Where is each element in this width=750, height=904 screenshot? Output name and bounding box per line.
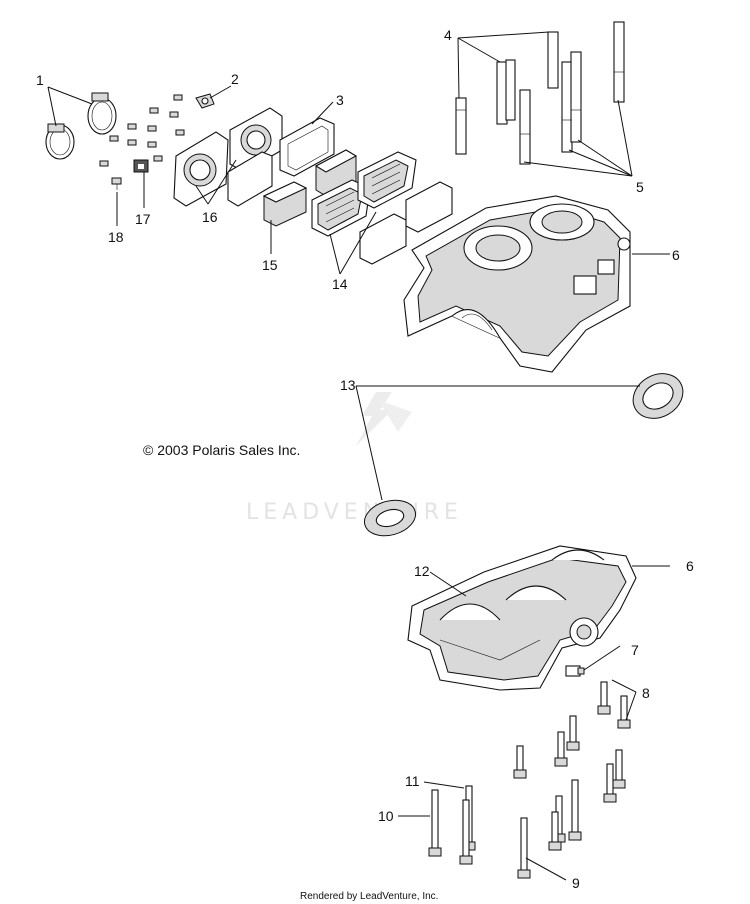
callout-13: 13 xyxy=(340,377,356,393)
reed-valve-part xyxy=(311,151,453,265)
callout-15: 15 xyxy=(262,257,278,273)
callout-16: 16 xyxy=(202,209,218,225)
callout-18: 18 xyxy=(108,229,124,245)
callout-1: 1 xyxy=(36,72,44,88)
callout-14: 14 xyxy=(332,276,348,292)
gasket-part xyxy=(227,117,335,207)
callout-9: 9 xyxy=(572,875,580,891)
callout-5: 5 xyxy=(636,179,644,195)
callout-2: 2 xyxy=(231,71,239,87)
hose-clamp-part xyxy=(45,92,117,160)
crankcase-bolt-part xyxy=(428,681,631,879)
callout-12: 12 xyxy=(414,563,430,579)
callout-6-lower: 6 xyxy=(686,558,694,574)
clip-part xyxy=(195,93,215,109)
callout-10: 10 xyxy=(378,808,394,824)
callout-4: 4 xyxy=(444,27,452,43)
callout-8: 8 xyxy=(642,685,650,701)
small-block-part xyxy=(133,159,149,173)
watermark-text: LEADVENTURE xyxy=(246,500,463,525)
small-screws-part xyxy=(99,94,185,190)
crank-seal-part xyxy=(364,373,684,537)
callout-7: 7 xyxy=(631,642,639,658)
lower-crankcase-part xyxy=(407,545,637,691)
footer-text: Rendered by LeadVenture, Inc. xyxy=(300,891,438,902)
copyright-text: © 2003 Polaris Sales Inc. xyxy=(143,442,300,458)
callout-6-upper: 6 xyxy=(672,247,680,263)
plug-part xyxy=(565,665,585,677)
reed-block-part xyxy=(262,149,358,227)
callout-11: 11 xyxy=(405,773,420,789)
leadventure-watermark: LEADVENTURE xyxy=(246,392,463,525)
upper-crankcase-part xyxy=(403,195,631,373)
callout-3: 3 xyxy=(336,92,344,108)
callout-17: 17 xyxy=(135,211,151,227)
stud-part xyxy=(455,21,625,165)
